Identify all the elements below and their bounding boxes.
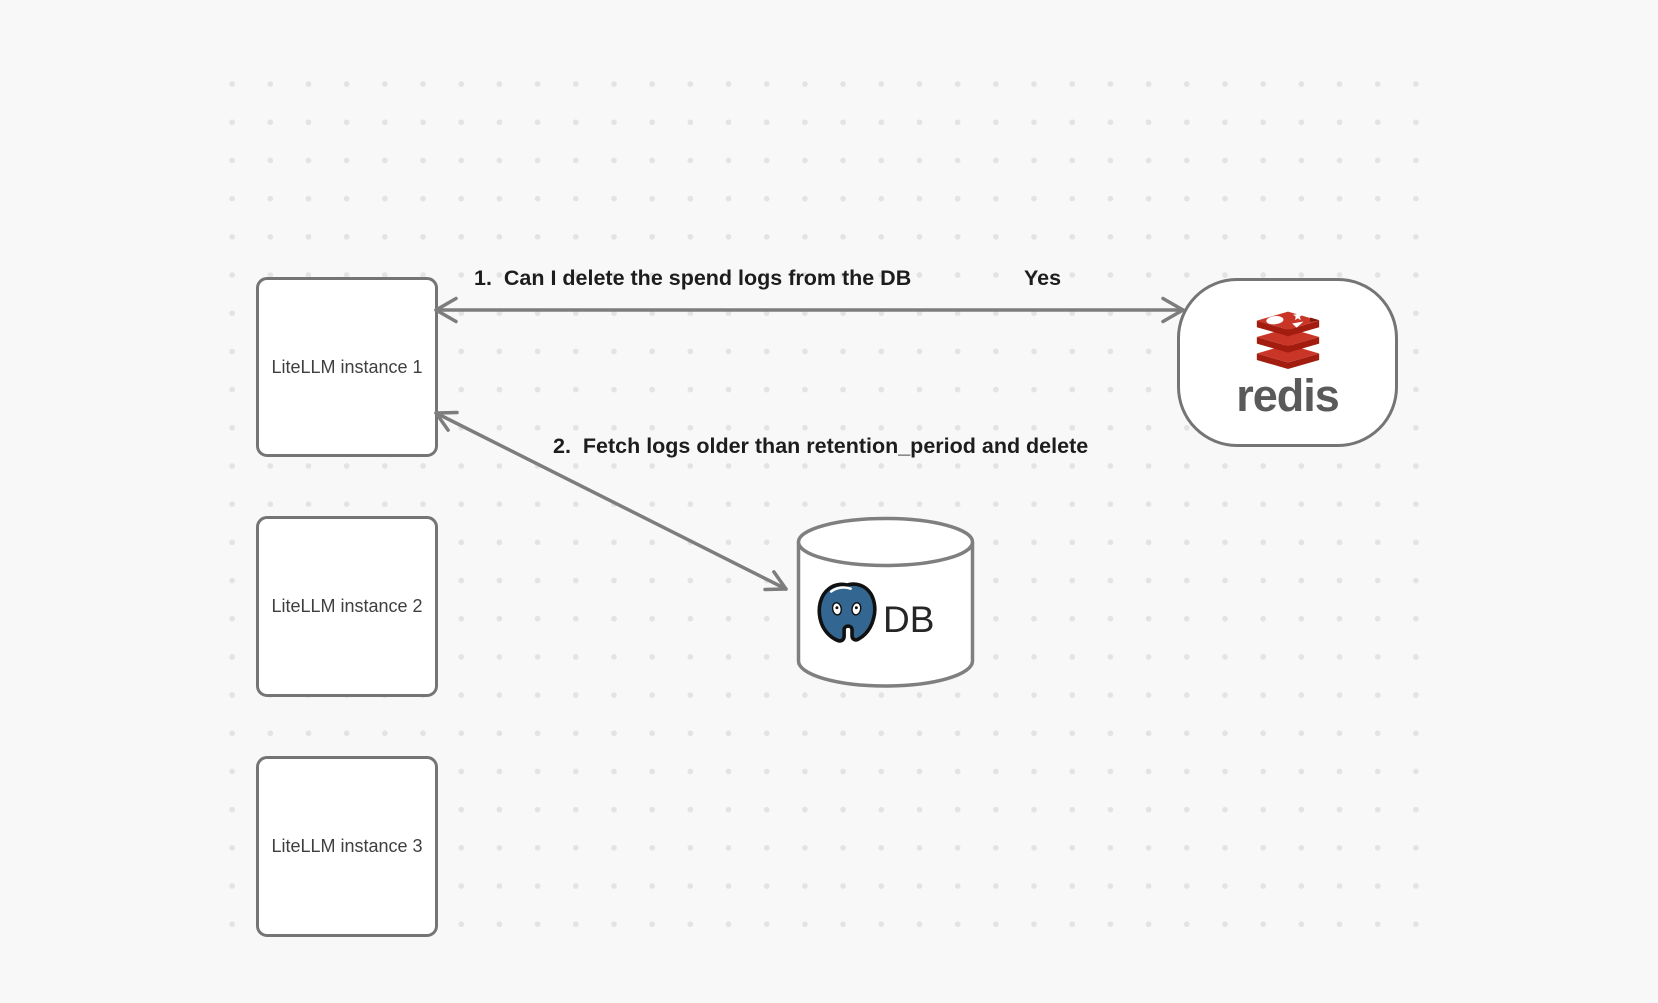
node-litellm-instance-3: LiteLLM instance 3 (256, 756, 438, 937)
database-cylinder-icon (796, 516, 975, 688)
redis-logo-icon (1256, 311, 1320, 370)
redis-wordmark: redis (1236, 370, 1340, 421)
postgresql-elephant-icon (817, 582, 877, 643)
node-litellm-instance-2: LiteLLM instance 2 (256, 516, 438, 697)
node-litellm-instance-2-label: LiteLLM instance 2 (271, 596, 423, 616)
node-litellm-instance-1: LiteLLM instance 1 (256, 277, 438, 457)
arrow-2-label: 2. Fetch logs older than retention_perio… (553, 434, 1089, 458)
db-label: DB (883, 599, 935, 640)
arrow-1-answer-label: Yes (1024, 266, 1062, 290)
node-redis: redis (1177, 278, 1398, 447)
node-litellm-instance-3-label: LiteLLM instance 3 (271, 836, 423, 856)
arrow-1-label: 1. Can I delete the spend logs from the … (474, 266, 912, 290)
node-litellm-instance-1-label: LiteLLM instance 1 (271, 356, 423, 377)
node-database: DB (795, 515, 977, 691)
